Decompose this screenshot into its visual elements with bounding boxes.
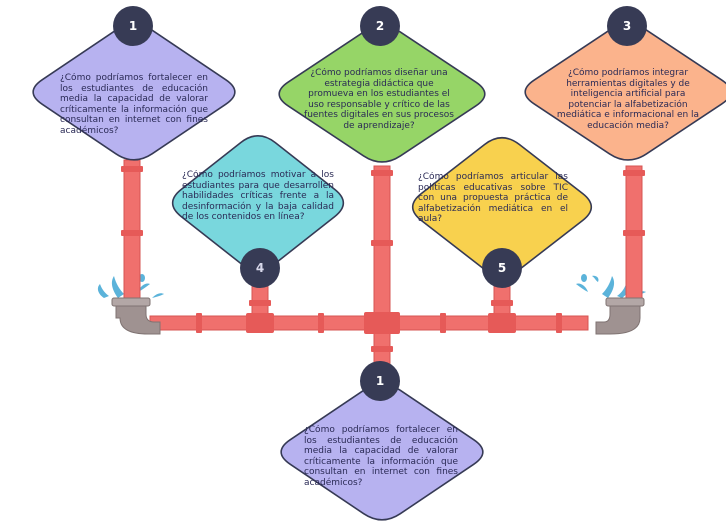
badge-number-1-bottom: 1 [375, 374, 385, 388]
pipe-center-vertical [373, 165, 391, 387]
number-badge-q3 [607, 6, 647, 46]
number-badge-q1-top [113, 6, 153, 46]
pipe-joint [440, 313, 446, 333]
pipe-joint [196, 313, 202, 333]
pipe-joint [623, 170, 645, 176]
pipe-tee-q4 [246, 313, 274, 333]
pipe-joint [371, 170, 393, 176]
pipe-joint [623, 230, 645, 236]
pipe-joint [371, 240, 393, 246]
question-2-text: ¿Cómo podríamos diseñar una estrategia d… [304, 68, 454, 131]
pipe-joint [371, 346, 393, 352]
pipe-joint [318, 313, 324, 333]
pipe-elbow-right [595, 303, 641, 335]
pipe-elbow-right-collar [605, 297, 645, 307]
badge-number-1: 1 [128, 19, 138, 33]
pipe-joint [249, 300, 271, 306]
badge-number-5: 5 [497, 261, 507, 275]
pipe-tee-center [364, 312, 400, 334]
number-badge-q5 [482, 248, 522, 288]
question-1-text: ¿Cómo podríamos fortalecer en los estudi… [60, 73, 208, 136]
badge-number-4: 4 [255, 261, 265, 275]
pipe-joint [121, 230, 143, 236]
number-badge-q2 [360, 6, 400, 46]
badge-number-3: 3 [622, 19, 632, 33]
pipe-elbow-left [115, 303, 161, 335]
number-badge-q4 [240, 248, 280, 288]
question-4-text: ¿Cómo podríamos motivar a los estudiante… [182, 170, 334, 222]
question-5-text: ¿Cómo podríamos articular las políticas … [418, 172, 568, 224]
question-3-text: ¿Cómo podríamos integrar herramientas di… [556, 68, 700, 131]
pipe-tee-q5 [488, 313, 516, 333]
question-1-bottom-text: ¿Cómo podríamos fortalecer en los estudi… [304, 425, 458, 488]
pipe-joint [491, 300, 513, 306]
pipe-elbow-left-collar [111, 297, 151, 307]
pipe-joint [121, 166, 143, 172]
number-badge-q1-bottom [360, 361, 400, 401]
badge-number-2: 2 [375, 19, 385, 33]
pipe-joint [556, 313, 562, 333]
